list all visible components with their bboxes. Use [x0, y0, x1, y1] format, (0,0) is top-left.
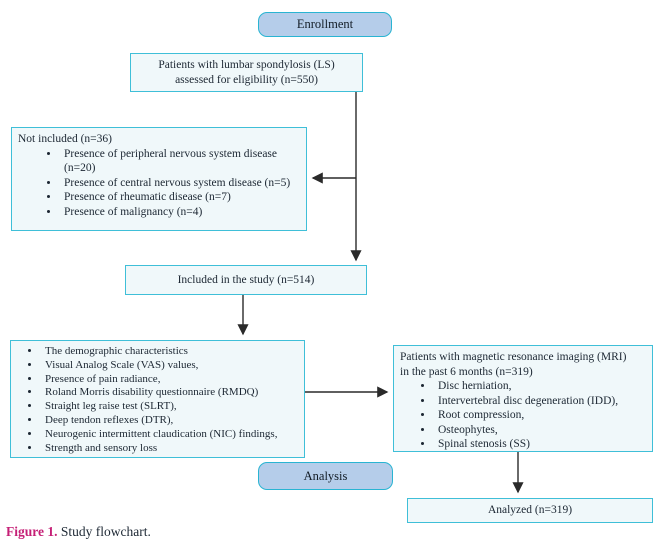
- mri-box: Patients with magnetic resonance imaging…: [393, 345, 653, 452]
- enrollment-stage-text: Enrollment: [296, 17, 354, 31]
- not-included-list: Presence of peripheral nervous system di…: [18, 147, 300, 220]
- eligibility-line-1: Patients with lumbar spondylosis (LS): [158, 59, 335, 71]
- mri-title-line-2: in the past 6 months (n=319): [400, 365, 533, 378]
- bullet-item: Neurogenic intermittent claudication (NI…: [41, 428, 298, 442]
- figure-caption-text: Study flowchart.: [57, 524, 151, 539]
- bullet-item: Roland Morris disability questionnaire (…: [41, 386, 298, 400]
- bullet-item: Intervertebral disc degeneration (IDD),: [434, 394, 646, 409]
- bullet-item: Spinal stenosis (SS): [434, 437, 646, 452]
- mri-findings-list: Disc herniation,Intervertebral disc dege…: [400, 379, 646, 452]
- bullet-item: The demographic characteristics: [41, 345, 298, 359]
- figure-caption: Figure 1. Study flowchart.: [6, 524, 151, 540]
- assessments-list: The demographic characteristicsVisual An…: [17, 345, 298, 455]
- bullet-item: Root compression,: [434, 408, 646, 423]
- bullet-item: Presence of rheumatic disease (n=7): [60, 190, 300, 205]
- included-text: Included in the study (n=514): [177, 273, 315, 286]
- figure-caption-label: Figure 1.: [6, 524, 58, 539]
- bullet-item: Disc herniation,: [434, 379, 646, 394]
- bullet-item: Osteophytes,: [434, 423, 646, 438]
- bullet-item: Strength and sensory loss: [41, 442, 298, 456]
- eligibility-text: Patients with lumbar spondylosis (LS) as…: [158, 58, 334, 87]
- bullet-item: Straight leg raise test (SLRT),: [41, 400, 298, 414]
- bullet-item: Presence of peripheral nervous system di…: [60, 147, 300, 176]
- assessments-box: The demographic characteristicsVisual An…: [10, 340, 305, 458]
- eligibility-line-2: assessed for eligibility (n=550): [175, 73, 318, 86]
- analysis-stage-label: Analysis: [258, 462, 393, 490]
- mri-title-line-1: Patients with magnetic resonance imaging…: [400, 351, 627, 363]
- analyzed-box: Analyzed (n=319): [407, 498, 653, 523]
- included-box: Included in the study (n=514): [125, 265, 367, 295]
- eligibility-box: Patients with lumbar spondylosis (LS) as…: [130, 53, 363, 92]
- bullet-item: Presence of pain radiance,: [41, 373, 298, 387]
- bullet-item: Visual Analog Scale (VAS) values,: [41, 359, 298, 373]
- not-included-title: Not included (n=36): [18, 133, 112, 145]
- analysis-stage-text: Analysis: [303, 468, 348, 483]
- mri-title: Patients with magnetic resonance imaging…: [400, 350, 646, 379]
- analyzed-text: Analyzed (n=319): [487, 504, 573, 517]
- bullet-item: Presence of malignancy (n=4): [60, 205, 300, 220]
- not-included-box: Not included (n=36) Presence of peripher…: [11, 127, 307, 231]
- enrollment-stage-label: Enrollment: [258, 12, 392, 37]
- bullet-item: Presence of central nervous system disea…: [60, 176, 300, 191]
- bullet-item: Deep tendon reflexes (DTR),: [41, 414, 298, 428]
